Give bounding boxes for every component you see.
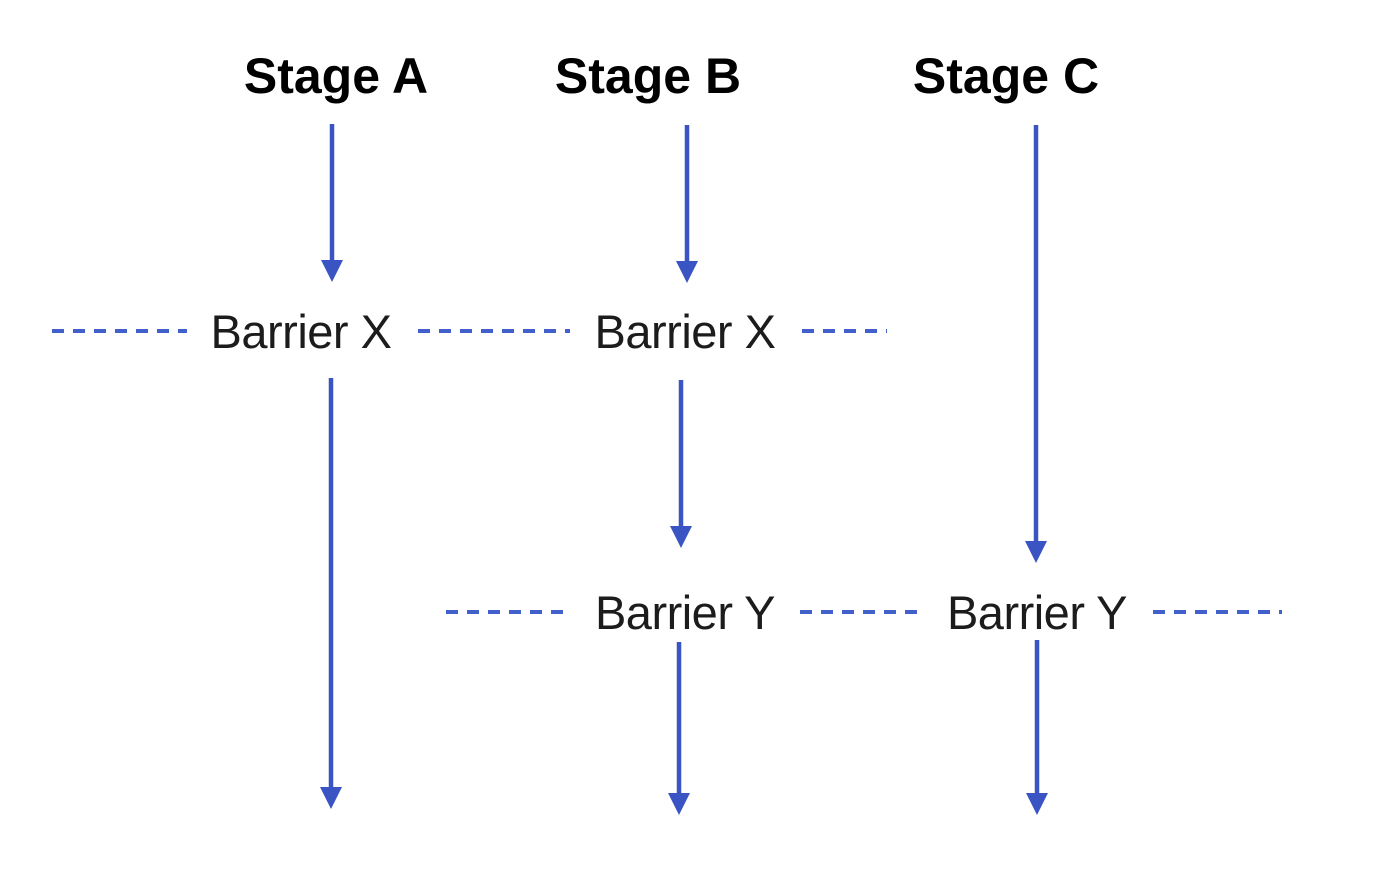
stage-a-arrow-to-bottom	[320, 378, 342, 809]
arrow-head	[1026, 793, 1048, 815]
stage-c-heading: Stage C	[913, 48, 1099, 104]
arrow-head	[320, 787, 342, 809]
stage-b-arrow-to-barrier-x	[676, 125, 698, 283]
arrow-head	[670, 526, 692, 548]
barrier-x-label-stage-b: Barrier X	[595, 305, 776, 358]
barrier-x-label-stage-a: Barrier X	[211, 305, 392, 358]
stage-b-arrow-to-barrier-y	[670, 380, 692, 548]
stage-b-arrow-to-bottom	[668, 642, 690, 815]
barrier-y-label-stage-b: Barrier Y	[595, 586, 775, 639]
arrow-head	[668, 793, 690, 815]
arrow-head	[676, 261, 698, 283]
stage-a-heading: Stage A	[244, 48, 428, 104]
stage-c-arrow-to-barrier-y	[1025, 125, 1047, 563]
barrier-y-label-stage-c: Barrier Y	[947, 586, 1127, 639]
stage-c-arrow-to-bottom	[1026, 640, 1048, 815]
arrow-head	[1025, 541, 1047, 563]
stage-a-arrow-to-barrier-x	[321, 124, 343, 282]
stage-b-heading: Stage B	[555, 48, 741, 104]
arrow-head	[321, 260, 343, 282]
